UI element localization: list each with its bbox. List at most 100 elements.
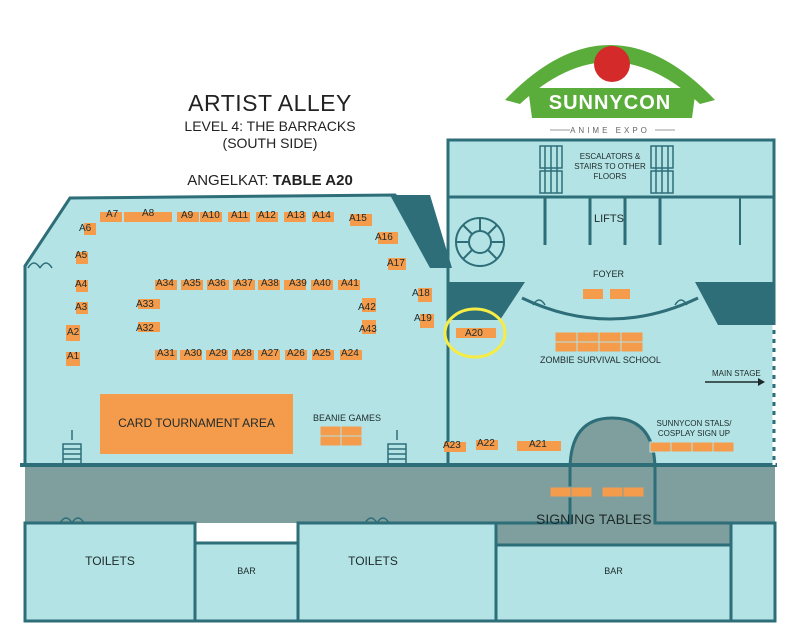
card-tournament-label: CARD TOURNAMENT AREA (118, 416, 275, 430)
table-a22 (476, 440, 498, 450)
artist-tables (66, 212, 561, 452)
table-label-a22: A22 (477, 438, 495, 449)
page-title: ARTIST ALLEY (188, 90, 352, 116)
toilets-right-label: TOILETS (348, 554, 398, 568)
table-a40 (311, 280, 333, 290)
bar-right-room (494, 543, 733, 623)
table-label-a35: A35 (183, 278, 201, 289)
table-a11 (228, 212, 250, 222)
toilets-left-label: TOILETS (85, 554, 135, 568)
table-label-a23: A23 (443, 440, 461, 451)
table-a7 (100, 212, 122, 222)
corridor-top-wall (20, 463, 777, 467)
toilets-right-room (296, 521, 498, 623)
table-a9 (177, 212, 199, 222)
bar-left-label: BAR (237, 566, 256, 576)
table-label-a2: A2 (67, 327, 80, 338)
table-a42 (362, 298, 376, 312)
table-a27 (258, 350, 280, 360)
table-label-a27: A27 (261, 348, 279, 359)
table-a41 (338, 280, 360, 290)
table-label-a5: A5 (75, 250, 88, 261)
arrow-right-icon (705, 378, 765, 386)
table-a30 (180, 350, 202, 360)
table-label-a20: A20 (465, 328, 483, 339)
table-label-a4: A4 (75, 279, 88, 290)
table-label-a31: A31 (157, 348, 175, 359)
table-a4 (76, 280, 88, 292)
table-label-a1: A1 (67, 351, 80, 362)
table-a3 (76, 302, 88, 314)
zombie-school-tables (554, 331, 644, 353)
table-label-a38: A38 (261, 278, 279, 289)
table-a15 (350, 214, 372, 226)
card-tournament-area (100, 394, 293, 454)
table-label-a28: A28 (234, 348, 252, 359)
table-a39 (284, 280, 306, 290)
table-a20 (456, 328, 496, 338)
table-a26 (285, 350, 307, 360)
table-a29 (206, 350, 228, 360)
escalators-label: ESCALATORS & STAIRS TO OTHER FLOORS (574, 152, 646, 181)
table-label-a30: A30 (184, 348, 202, 359)
table-a8 (124, 212, 172, 222)
sun-icon (594, 46, 630, 82)
table-label-a18: A18 (412, 288, 430, 299)
corridor (25, 465, 775, 523)
escalator-left-icon (539, 145, 563, 194)
table-a24 (340, 350, 362, 360)
table-label-a6: A6 (79, 223, 92, 234)
signing-tables-label: SIGNING TABLES (536, 511, 652, 527)
table-a28 (232, 350, 254, 360)
signing-tables (549, 486, 645, 498)
table-label-a40: A40 (313, 278, 331, 289)
escalator-right-icon (650, 145, 674, 194)
table-a35 (181, 280, 203, 290)
sunnycon-logo (505, 45, 715, 131)
sunnycon-stalls-label: SUNNYCON STALS/ COSPLAY SIGN UP (656, 419, 732, 438)
right-end-room (729, 521, 777, 623)
table-a31 (155, 350, 177, 360)
table-label-a36: A36 (208, 278, 226, 289)
bar-left-room (193, 541, 300, 623)
table-a19 (420, 314, 434, 328)
table-a33 (138, 299, 160, 309)
table-a23 (444, 442, 466, 452)
foyer-tables (583, 289, 630, 299)
table-label-a32: A32 (136, 323, 154, 334)
logo-name: SUNNYCON (548, 92, 672, 114)
table-label-a15: A15 (349, 213, 367, 224)
table-a10 (200, 212, 222, 222)
table-label-a8: A8 (142, 208, 155, 219)
table-label-a9: A9 (181, 210, 194, 221)
table-label-a37: A37 (235, 278, 253, 289)
table-label-a3: A3 (75, 302, 88, 313)
bar-right-label: BAR (604, 566, 623, 576)
table-a34 (155, 280, 177, 290)
table-label-a34: A34 (156, 278, 174, 289)
beanie-games-label: BEANIE GAMES (313, 413, 382, 423)
table-a2 (66, 325, 80, 341)
signing-area-dome (493, 416, 777, 547)
foyer-label: FOYER (593, 269, 625, 279)
table-a14 (312, 212, 334, 222)
door-icons (27, 262, 688, 524)
table-a43 (362, 320, 376, 334)
table-a12 (256, 212, 278, 222)
table-a17 (388, 258, 406, 270)
table-a16 (378, 232, 398, 244)
side-subtitle: (SOUTH SIDE) (222, 135, 318, 151)
table-label-a7: A7 (106, 209, 119, 220)
table-a13 (284, 212, 306, 222)
table-value: TABLE A20 (272, 172, 353, 189)
table-a18 (418, 288, 432, 302)
table-label-a39: A39 (289, 278, 307, 289)
lifts-label: LIFTS (594, 213, 624, 225)
zombie-school-label: ZOMBIE SURVIVAL SCHOOL (540, 355, 661, 365)
stairs-icon-right (387, 430, 407, 465)
foyer-arch (521, 296, 699, 321)
table-label-a14: A14 (313, 210, 331, 221)
table-label-a17: A17 (387, 258, 405, 269)
sunnycon-stall-tables (649, 441, 735, 453)
